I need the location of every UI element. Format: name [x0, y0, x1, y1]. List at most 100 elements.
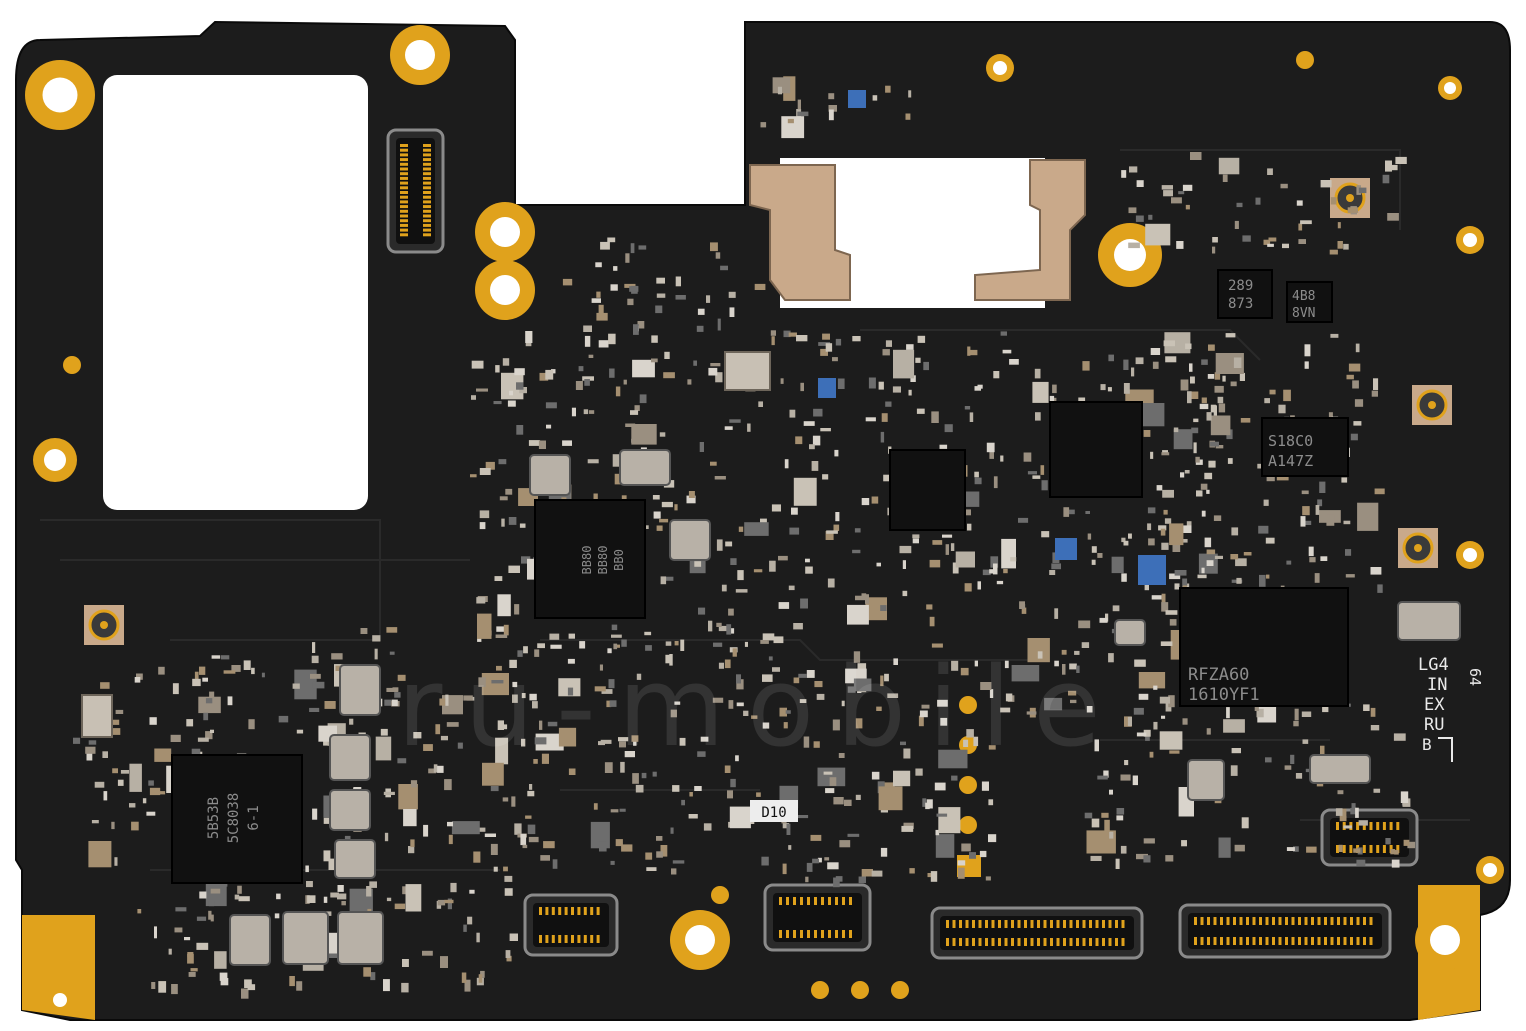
smd-part — [1201, 359, 1208, 365]
smd-part — [192, 678, 201, 687]
smd-part — [1259, 574, 1266, 587]
smd-part — [817, 857, 822, 863]
smd-part — [645, 852, 653, 860]
smd-part — [476, 597, 486, 604]
smd-part — [199, 891, 207, 899]
smd-part — [142, 798, 147, 804]
smd-part — [1070, 699, 1077, 704]
smd-part — [1240, 418, 1251, 423]
smd-part — [1294, 708, 1299, 721]
smd-part — [700, 736, 709, 742]
smd-part — [1339, 808, 1347, 817]
smd-part — [1357, 502, 1379, 531]
smd-part — [783, 722, 788, 729]
chip-marking-rf: RFZA60 1610YF1 — [1188, 665, 1260, 705]
smd-part — [540, 855, 550, 861]
smd-part — [1278, 404, 1286, 414]
smd-part — [974, 477, 982, 485]
smd-part — [594, 686, 606, 692]
smd-part — [227, 696, 233, 706]
smd-part — [1116, 815, 1124, 821]
smd-part — [1319, 481, 1326, 493]
smd-part — [1081, 642, 1090, 648]
smd-part — [467, 916, 473, 925]
smd-part — [495, 737, 509, 765]
smd-part — [374, 648, 378, 660]
smd-part — [1186, 521, 1192, 530]
inductor — [282, 911, 329, 965]
smd-part — [974, 660, 978, 667]
smd-part — [538, 440, 546, 449]
smd-part — [1387, 164, 1398, 171]
smd-part — [803, 736, 810, 748]
smd-part — [656, 293, 666, 298]
smd-part — [323, 896, 328, 903]
smd-part — [813, 408, 823, 417]
antenna-connector — [1398, 528, 1438, 568]
smd-part — [1363, 704, 1370, 711]
smd-part — [893, 658, 898, 665]
smd-part — [519, 387, 527, 394]
smd-part — [1181, 840, 1187, 847]
smd-part — [834, 449, 839, 457]
smd-part — [942, 534, 953, 538]
screw-hole — [670, 910, 730, 970]
smd-part — [194, 671, 199, 683]
smd-part — [884, 782, 895, 788]
smd-part — [1210, 404, 1216, 413]
smd-part — [464, 979, 471, 992]
smd-part — [1345, 549, 1352, 556]
smd-part — [447, 898, 452, 910]
smd-part — [1161, 185, 1173, 190]
smd-part — [111, 821, 115, 830]
smd-part — [688, 491, 695, 498]
smd-part — [785, 710, 791, 714]
smd-part — [546, 424, 552, 429]
smd-part — [383, 979, 390, 992]
smd-part — [651, 335, 658, 343]
smd-part — [880, 847, 888, 857]
smd-part — [852, 549, 861, 554]
smd-part — [760, 122, 767, 128]
smd-part — [905, 113, 911, 120]
smd-part — [599, 841, 607, 852]
smd-part — [117, 779, 124, 786]
smd-part — [631, 424, 657, 445]
smd-part — [601, 689, 613, 694]
smd-part — [1329, 249, 1338, 255]
smd-part — [484, 833, 496, 837]
smd-part — [1049, 395, 1055, 406]
smd-part — [521, 738, 526, 747]
smd-part — [1206, 728, 1211, 735]
smd-part — [1322, 702, 1329, 713]
smd-part — [783, 330, 791, 338]
smd-part — [1276, 474, 1289, 481]
smd-part — [197, 737, 209, 742]
amp-right-mark-2: 8VN — [1292, 306, 1315, 321]
smd-part — [680, 639, 685, 651]
smd-part — [170, 734, 181, 742]
smd-part — [1010, 557, 1017, 562]
smd-part — [1138, 693, 1149, 700]
smd-part — [1243, 552, 1252, 556]
smd-part — [1120, 845, 1127, 854]
smd-part — [1304, 361, 1309, 369]
smd-part — [1168, 695, 1175, 708]
smd-part — [659, 432, 666, 437]
smd-part — [575, 381, 583, 390]
smd-part — [102, 751, 108, 758]
smd-part — [184, 937, 191, 941]
smd-part — [479, 468, 491, 475]
smd-part — [1264, 398, 1270, 404]
smd-part — [1084, 812, 1093, 819]
inductor — [1309, 754, 1371, 784]
smd-part — [630, 410, 639, 415]
smd-part — [508, 565, 520, 573]
smd-part — [323, 850, 331, 862]
smd-part — [672, 860, 685, 864]
smd-part — [618, 737, 629, 742]
smd-part — [1309, 557, 1316, 563]
smd-part — [876, 706, 882, 711]
smd-part — [600, 739, 612, 744]
smd-part — [751, 715, 758, 719]
